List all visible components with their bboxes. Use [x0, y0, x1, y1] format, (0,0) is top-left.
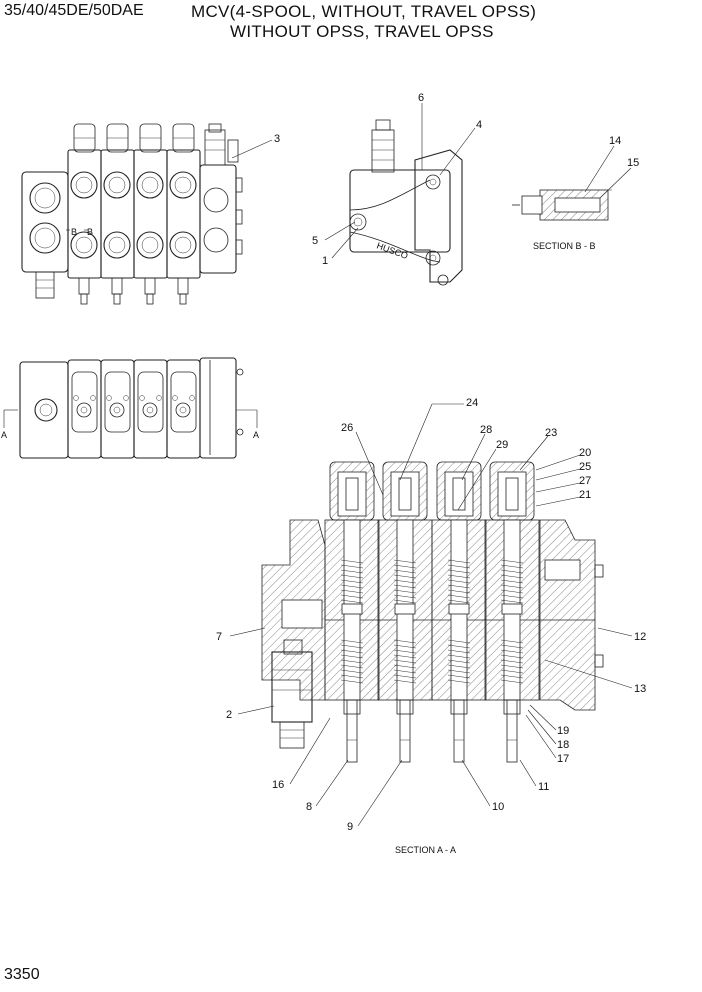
section-bb-label: SECTION B - B [533, 241, 596, 251]
plan-spool-cover [170, 371, 197, 433]
callout-7: 7 [216, 631, 222, 643]
section-bb-view: SECTION B - B [512, 189, 612, 251]
section-b-mark-2: B [87, 227, 93, 237]
front-port-upper [136, 171, 164, 199]
section-aa-view: SECTION A - A [261, 461, 604, 855]
valve-plan-view: A A [1, 357, 259, 459]
callout-21: 21 [579, 489, 591, 501]
section-a-mark-right: A [253, 430, 259, 440]
front-spool-stem [111, 277, 123, 295]
callout-5: 5 [312, 235, 318, 247]
plan-spool-cover [71, 371, 98, 433]
page-number: 3350 [4, 966, 40, 983]
page-title: MCV(4-SPOOL, WITHOUT, TRAVEL OPSS) [191, 2, 537, 21]
callout-4: 4 [476, 119, 482, 131]
plan-port [76, 402, 92, 418]
front-port-upper [70, 171, 98, 199]
front-spool-section [100, 149, 135, 279]
front-port-lower [103, 231, 131, 259]
front-port-lower [136, 231, 164, 259]
front-port-lower [70, 231, 98, 259]
front-spool-stem [177, 277, 189, 295]
section-spool-stem [346, 699, 358, 763]
front-spool-stem [144, 277, 156, 295]
callout-18: 18 [557, 739, 569, 751]
callout-15: 15 [627, 157, 639, 169]
section-spool-stem [399, 699, 411, 763]
section-spool-stem [506, 699, 518, 763]
callout-9: 9 [347, 821, 353, 833]
callout-10: 10 [492, 801, 504, 813]
callout-6: 6 [418, 92, 424, 104]
callout-29: 29 [496, 439, 508, 451]
plan-spool-cover [104, 371, 131, 433]
callout-25: 25 [579, 461, 591, 473]
page-subtitle: WITHOUT OPSS, TRAVEL OPSS [230, 22, 494, 41]
callout-16: 16 [272, 779, 284, 791]
plan-spool-cover [137, 371, 164, 433]
callout-2: 2 [226, 709, 232, 721]
plan-port [175, 402, 191, 418]
plan-port [109, 402, 125, 418]
callout-26: 26 [341, 422, 353, 434]
front-spool-section [67, 149, 102, 279]
callout-1: 1 [322, 255, 328, 267]
model-code: 35/40/45DE/50DAE [4, 2, 144, 19]
callout-3: 3 [274, 133, 280, 145]
valve-side-view: HUSCO [349, 119, 463, 286]
front-port-upper [169, 171, 197, 199]
valve-front-view [21, 123, 243, 305]
callout-12: 12 [634, 631, 646, 643]
callout-19: 19 [557, 725, 569, 737]
callout-23: 23 [545, 427, 557, 439]
plan-port [142, 402, 158, 418]
callout-11: 11 [538, 781, 549, 793]
front-port-lower [169, 231, 197, 259]
callout-17: 17 [557, 753, 569, 765]
callout-28: 28 [480, 424, 492, 436]
callout-leaders [229, 103, 633, 827]
callout-13: 13 [634, 683, 646, 695]
callout-8: 8 [306, 801, 312, 813]
front-spool-stem [78, 277, 90, 295]
section-aa-label: SECTION A - A [395, 845, 456, 855]
front-port-upper [103, 171, 131, 199]
section-spool-stem [453, 699, 465, 763]
callout-20: 20 [579, 447, 591, 459]
callout-27: 27 [579, 475, 591, 487]
front-spool-section [166, 149, 201, 279]
front-spool-section [133, 149, 168, 279]
manufacturer-stamp: HUSCO [375, 240, 409, 261]
section-b-mark-1: B [71, 227, 77, 237]
callout-24: 24 [466, 397, 478, 409]
callout-numbers: 3 6 4 5 1 14 15 24 26 28 29 23 20 25 27 … [216, 92, 646, 833]
section-a-mark-left: A [1, 430, 7, 440]
callout-14: 14 [609, 135, 621, 147]
